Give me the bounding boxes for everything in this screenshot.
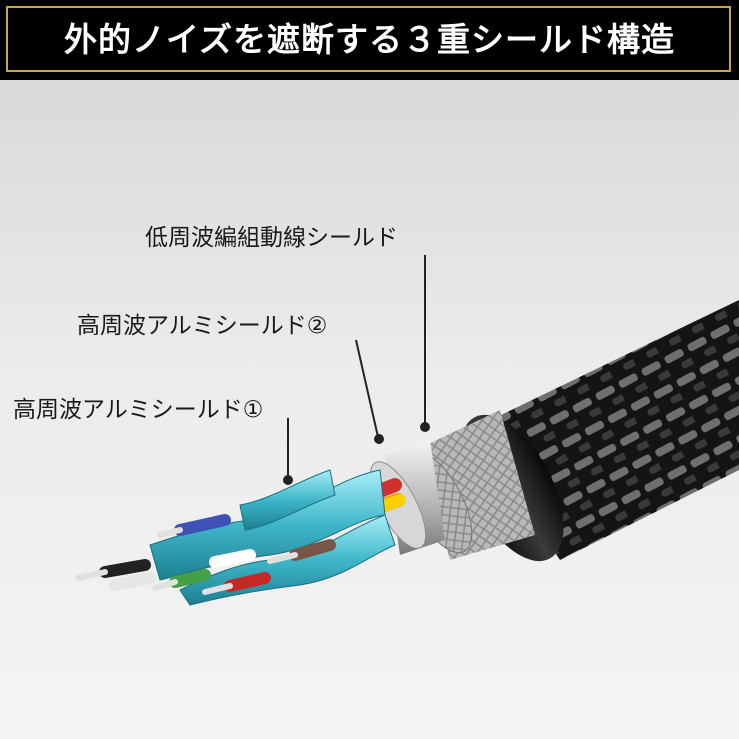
page-title: 外的ノイズを遮断する３重シールド構造 [63,20,675,59]
leader-aluminum-2 [355,339,379,438]
label-braid-shield: 低周波編組動線シールド [145,225,398,251]
callout-lines [283,255,430,485]
title-banner: 外的ノイズを遮断する３重シールド構造 [0,0,739,80]
label-aluminum-shield-1: 高周波アルミシールド① [13,397,264,423]
wire-tips [75,514,336,595]
label-aluminum-shield-2: 高周波アルミシールド② [77,313,328,339]
banner-gold-frame [6,6,731,72]
